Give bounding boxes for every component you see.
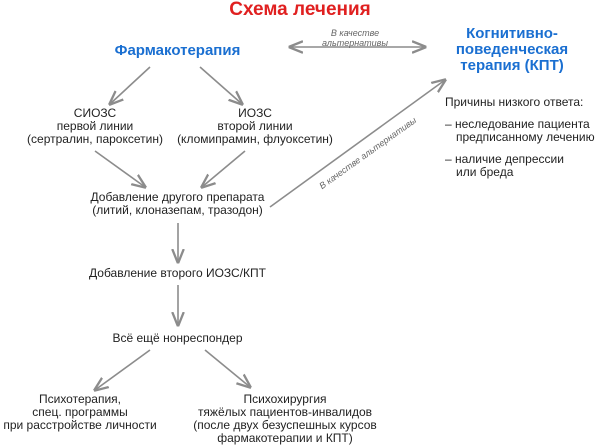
ssri-node: СИОЗС первой линии (сертралин, пароксети…	[27, 106, 163, 146]
arrow-pharm-ssri	[110, 66, 151, 104]
cbt-label: Когнитивно- поведенческая терапия (КПТ)	[455, 25, 569, 74]
psychotherapy-node: Психотерапия, спец. программы при расстр…	[3, 392, 157, 432]
pharmacotherapy-label: Фармакотерапия	[114, 42, 241, 59]
arrow-sri-augment	[202, 150, 246, 187]
reasons-block: Причины низкого ответа: – неследование п…	[445, 95, 595, 179]
arrow-pharm-sri	[199, 66, 242, 104]
reasons-heading: Причины низкого ответа:	[445, 95, 584, 109]
second-sri-node: Добавление второго ИОЗС/КПТ	[89, 266, 266, 280]
arrow-nonresp-psycho	[95, 349, 151, 390]
alt-label-top: В качестве альтернативы	[321, 28, 388, 48]
page-title: Схема лечения	[229, 0, 371, 20]
psychosurgery-node: Психохирургия тяжёлых пациентов-инвалидо…	[193, 392, 377, 445]
arrow-nonresp-surgery	[204, 349, 250, 387]
augment-node: Добавление другого препарата (литий, кло…	[90, 190, 265, 217]
reason-item: – неследование пациента	[445, 117, 590, 131]
reason-item: – наличие депрессии	[445, 152, 564, 166]
nonresponder-node: Всё ещё нонреспондер	[112, 331, 243, 345]
arrow-ssri-augment	[94, 150, 145, 187]
sri-node: ИОЗС второй линии (кломипрамин, флуоксет…	[177, 106, 333, 146]
